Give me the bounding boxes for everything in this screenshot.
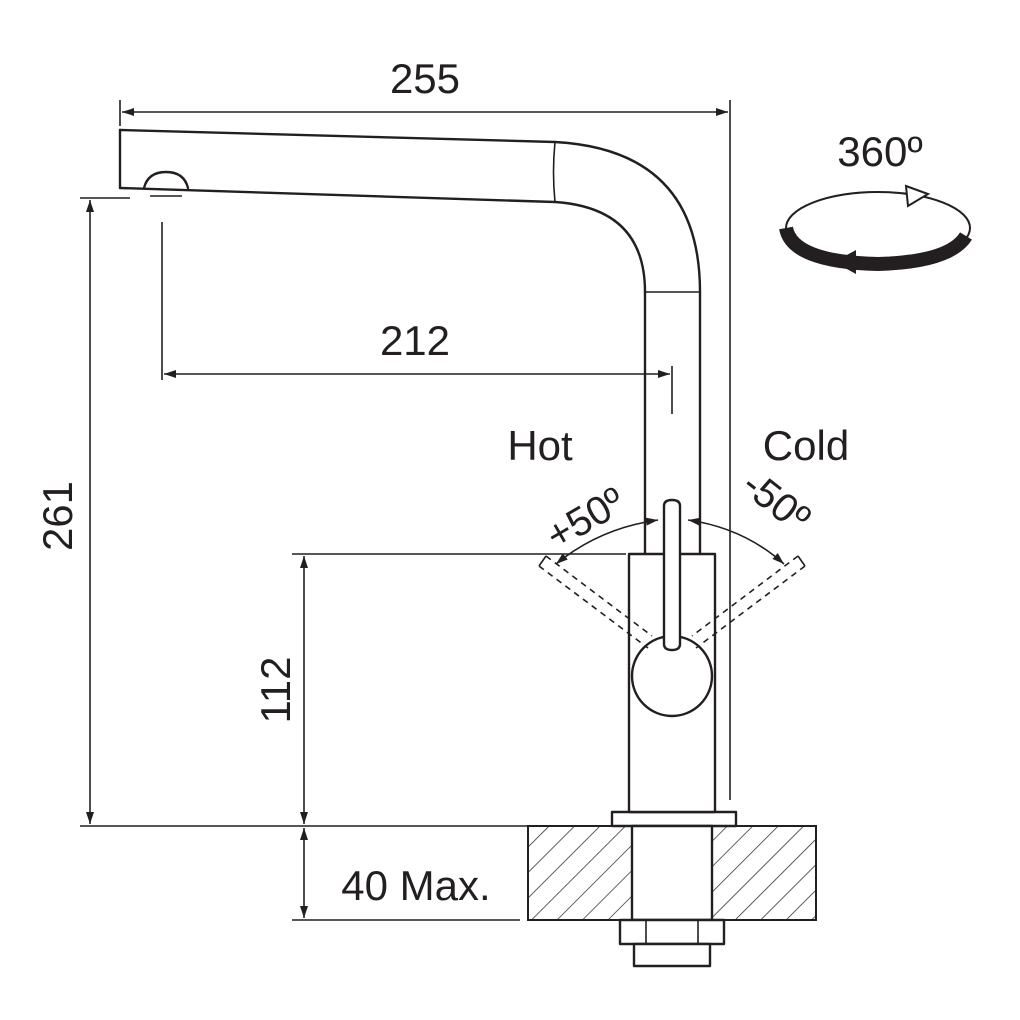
label-deck-thickness: 40 Max. xyxy=(341,862,490,909)
base-flange xyxy=(610,810,738,828)
aerator xyxy=(142,170,190,190)
cold-rotation-arc xyxy=(687,517,785,565)
lever-handle xyxy=(662,498,682,652)
countertop-section xyxy=(527,825,817,921)
label-spout-reach: 212 xyxy=(380,317,450,364)
lever-hot-position xyxy=(538,555,653,649)
lever-assembly xyxy=(538,498,806,718)
spout-lower-edge xyxy=(118,186,647,294)
label-overall-height: 261 xyxy=(34,481,81,551)
fixing-nut xyxy=(618,918,726,946)
label-hot: Hot xyxy=(507,422,573,469)
countertop-left-hatch xyxy=(527,825,633,921)
nut-lower xyxy=(632,942,712,968)
spout-joint xyxy=(552,141,556,203)
swivel-arrow-solid xyxy=(779,226,972,272)
label-cold-angle: -50º xyxy=(734,462,818,542)
labels: 255 212 261 112 40 Max. Hot Cold +50º -5… xyxy=(34,55,923,909)
label-overall-reach: 255 xyxy=(390,55,460,102)
countertop-right-hatch xyxy=(711,825,817,921)
mounting-shank xyxy=(630,824,714,922)
spout-upper-edge xyxy=(118,128,702,294)
swivel-rotation-icon xyxy=(779,184,972,274)
dimension-lines xyxy=(80,100,731,921)
lever-cold-position xyxy=(691,555,806,649)
label-hot-angle: +50º xyxy=(539,479,633,559)
label-cold: Cold xyxy=(763,422,849,469)
label-spout-height: 112 xyxy=(252,657,299,724)
label-swivel: 360º xyxy=(837,128,922,175)
faucet-body xyxy=(118,128,717,814)
swivel-arrow-outline xyxy=(904,184,931,208)
hot-rotation-arc xyxy=(555,517,659,565)
spout-pillar xyxy=(643,290,702,556)
